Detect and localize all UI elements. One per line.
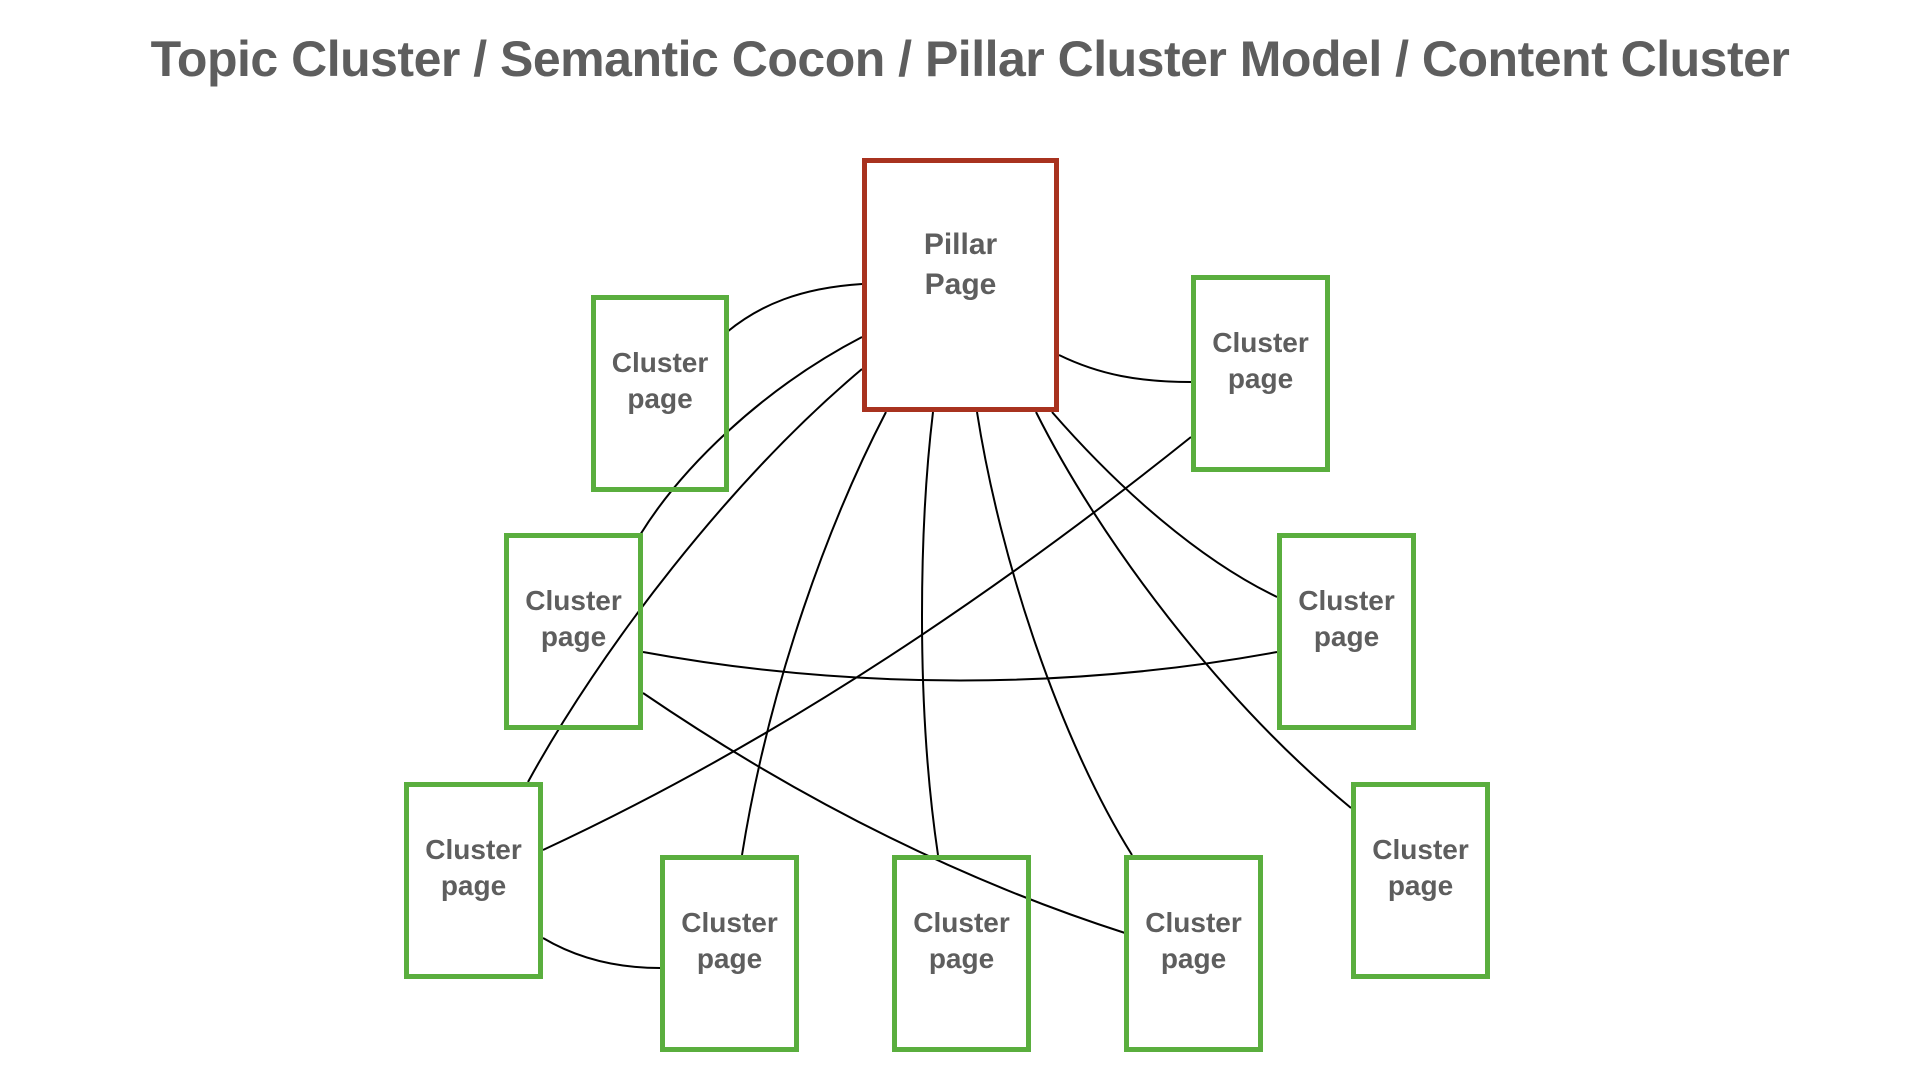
cluster-page-node[interactable]: Cluster page xyxy=(591,295,729,492)
link-c3-c4 xyxy=(642,651,1278,682)
link-pillar-c2 xyxy=(1058,354,1192,383)
cluster-page-node[interactable]: Cluster page xyxy=(660,855,799,1052)
diagram-title: Topic Cluster / Semantic Cocon / Pillar … xyxy=(150,31,1790,87)
cluster-page-node[interactable]: Cluster page xyxy=(892,855,1031,1052)
pillar-page-node[interactable]: Pillar Page xyxy=(862,158,1059,412)
cluster-page-label: Cluster page xyxy=(611,346,709,414)
link-pillar-c1 xyxy=(726,283,863,333)
cluster-page-node[interactable]: Cluster page xyxy=(1191,275,1330,472)
link-c3-c8 xyxy=(642,692,1126,934)
cluster-page-node[interactable]: Cluster page xyxy=(1277,533,1416,730)
cluster-page-node[interactable]: Cluster page xyxy=(1124,855,1263,1052)
link-pillar-c8 xyxy=(976,411,1133,856)
link-c5-c2 xyxy=(542,436,1192,851)
link-pillar-c4 xyxy=(1051,411,1278,598)
pillar-page-label: Pillar Page xyxy=(923,228,998,301)
cluster-page-label: Cluster page xyxy=(681,906,778,974)
link-pillar-c7 xyxy=(921,411,939,856)
cluster-page-node[interactable]: Cluster page xyxy=(1351,782,1490,979)
link-pillar-c6 xyxy=(741,411,887,856)
cluster-page-label: Cluster page xyxy=(1145,906,1242,974)
cluster-page-node[interactable]: Cluster page xyxy=(404,782,543,979)
cluster-page-label: Cluster page xyxy=(1212,326,1309,394)
link-pillar-c9 xyxy=(1035,411,1352,809)
cluster-page-label: Cluster page xyxy=(1298,584,1395,652)
cluster-page-label: Cluster page xyxy=(913,906,1010,974)
link-c5-c6 xyxy=(542,937,661,969)
cluster-page-label: Cluster page xyxy=(1372,833,1469,901)
cluster-page-label: Cluster page xyxy=(425,833,522,901)
cluster-page-node[interactable]: Cluster page xyxy=(504,533,643,730)
cluster-page-label: Cluster page xyxy=(525,584,622,652)
